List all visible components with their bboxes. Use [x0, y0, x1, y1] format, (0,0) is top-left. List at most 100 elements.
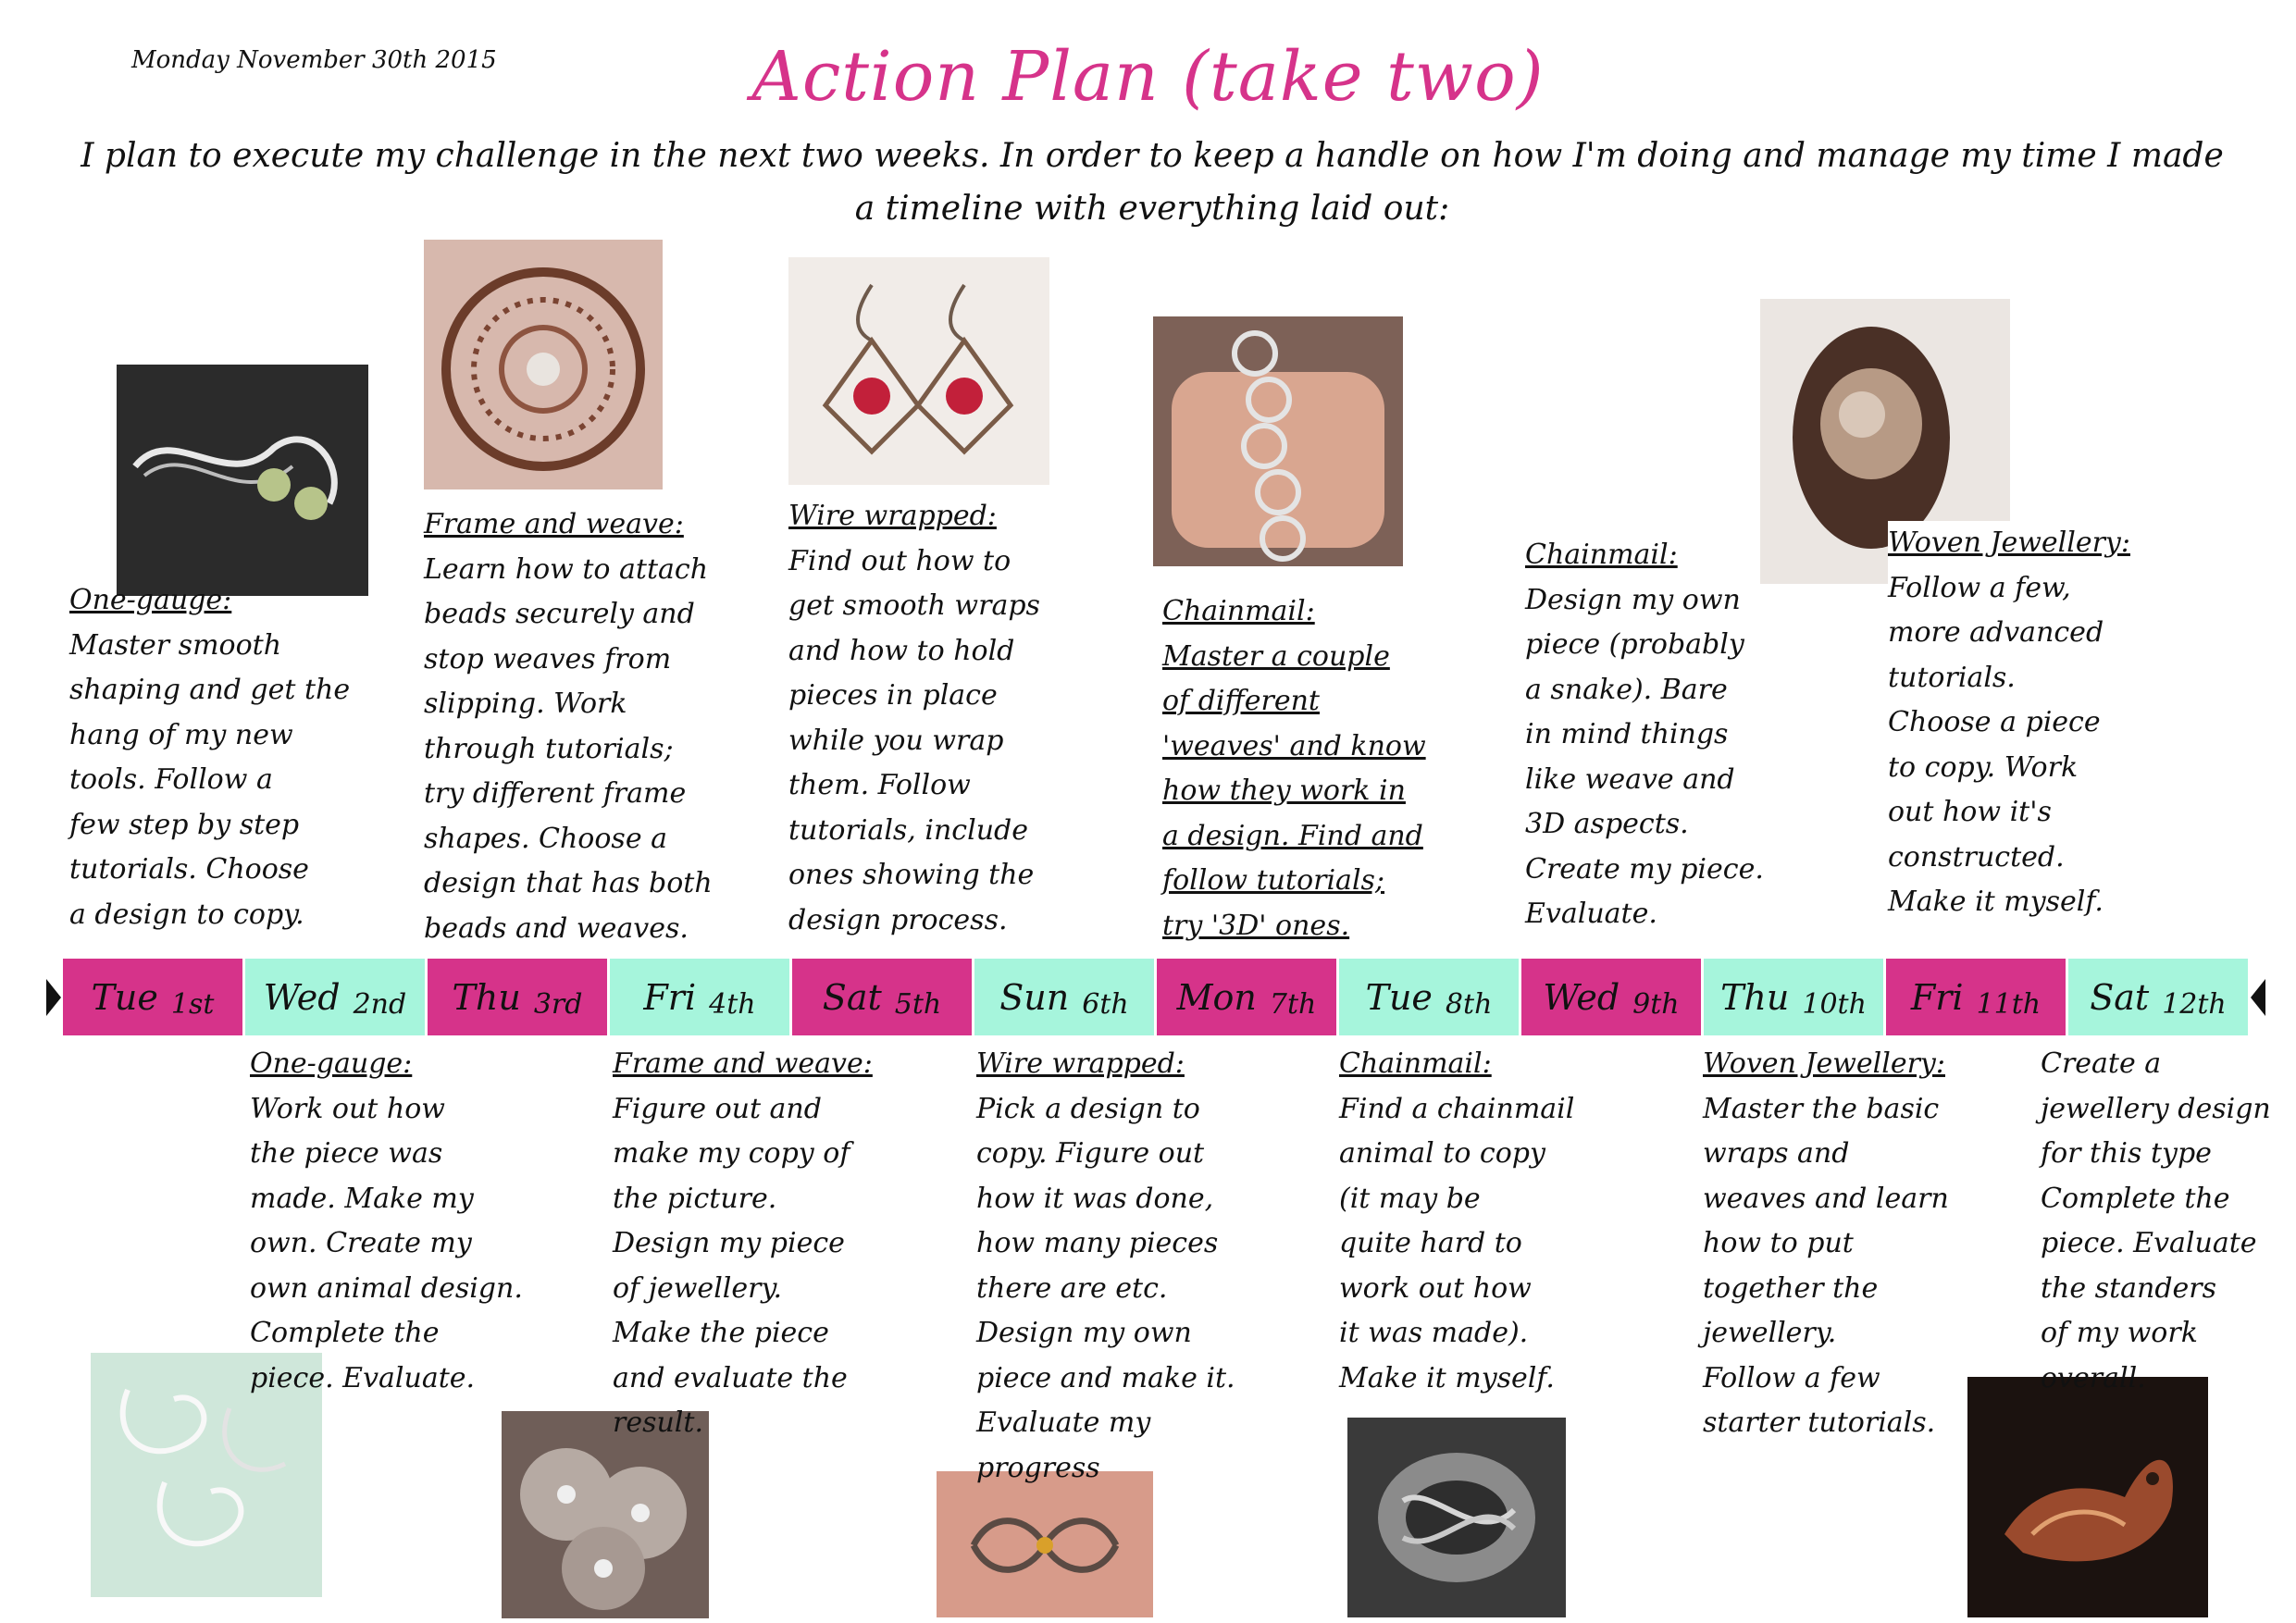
- intro-paragraph: I plan to execute my challenge in the ne…: [81, 137, 2224, 228]
- chainmail-bracelet-photo: [1153, 316, 1403, 566]
- note-line: Design my own: [1525, 583, 1741, 616]
- note-line: Make it myself.: [1339, 1361, 1555, 1394]
- frame-weave-fans-photo: [502, 1411, 709, 1618]
- day-number: 2nd: [353, 988, 407, 1021]
- day-number: 11th: [1976, 988, 2042, 1021]
- note-line: starter tutorials.: [1703, 1406, 1936, 1439]
- note-line: out how it's: [1888, 796, 2052, 828]
- date-text: Monday November 30th 2015: [131, 46, 497, 74]
- note-line: piece and make it.: [976, 1361, 1235, 1394]
- timeline-right-arrow-icon: [2251, 979, 2265, 1016]
- note-day-9: Chainmail: Design my own piece (probably…: [1525, 533, 1764, 937]
- day-number: 3rd: [533, 988, 583, 1021]
- note-line: wraps and: [1703, 1137, 1850, 1170]
- note-line: Learn how to attach: [424, 552, 709, 586]
- day-label: Thu: [452, 976, 521, 1018]
- note-heading: Frame and weave:: [424, 508, 684, 540]
- note-line: made. Make my: [250, 1182, 474, 1215]
- note-line: Follow a few,: [1888, 571, 2071, 604]
- note-line: Master a couple: [1162, 639, 1390, 673]
- note-heading: Chainmail:: [1339, 1047, 1492, 1080]
- note-line: weaves and learn: [1703, 1182, 1949, 1215]
- day-number: 12th: [2162, 988, 2227, 1021]
- note-line: follow tutorials;: [1162, 864, 1385, 897]
- day-number: 9th: [1632, 988, 1680, 1021]
- note-line: and how to hold: [788, 634, 1015, 667]
- note-line: how many pieces: [976, 1227, 1219, 1259]
- note-line: tutorials.: [1888, 661, 2016, 694]
- note-line: Work out how: [250, 1092, 445, 1125]
- note-line: copy. Figure out: [976, 1137, 1205, 1170]
- note-line: quite hard to: [1339, 1227, 1522, 1259]
- day-cell-fri-11th: Fri 11th: [1886, 959, 2066, 1035]
- note-line: the piece was: [250, 1137, 443, 1170]
- day-label: Wed: [1543, 976, 1620, 1018]
- day-number: 5th: [894, 988, 942, 1021]
- note-line: like weave and: [1525, 762, 1735, 796]
- note-line: how to put: [1703, 1227, 1854, 1259]
- note-day-10: Woven Jewellery: Master the basic wraps …: [1703, 1042, 1949, 1446]
- note-line: design that has both: [424, 867, 713, 899]
- note-line: Master the basic: [1703, 1092, 1940, 1125]
- wire-wrapped-brooch-photo: [937, 1471, 1153, 1617]
- note-line: few step by step: [69, 808, 300, 841]
- page-title: Action Plan (take two): [751, 37, 1545, 117]
- note-heading: Chainmail:: [1162, 595, 1315, 627]
- note-line: try '3D' ones.: [1162, 909, 1350, 942]
- day-label: Fri: [1910, 976, 1964, 1018]
- note-line: there are etc.: [976, 1271, 1168, 1305]
- woven-bird-photo: [1967, 1377, 2208, 1617]
- note-line: for this type: [2041, 1137, 2212, 1170]
- note-line: the picture.: [613, 1182, 777, 1215]
- note-line: a snake). Bare: [1525, 673, 1728, 706]
- note-line: get smooth wraps: [788, 589, 1040, 622]
- note-line: how it was done,: [976, 1182, 1214, 1215]
- day-label: Sat: [2090, 976, 2150, 1018]
- note-line: a design. Find and: [1162, 819, 1423, 852]
- note-line: Find out how to: [788, 544, 1011, 577]
- note-line: how they work in: [1162, 774, 1406, 807]
- note-line: a design to copy.: [69, 898, 304, 931]
- note-line: of jewellery.: [613, 1271, 782, 1305]
- note-line: constructed.: [1888, 840, 2065, 873]
- note-line: shaping and get the: [69, 674, 351, 706]
- note-line: beads and weaves.: [424, 911, 689, 945]
- note-day-7: Chainmail: Master a couple of different …: [1162, 589, 1426, 948]
- day-label: Wed: [263, 976, 341, 1018]
- note-line: pieces in place: [788, 679, 998, 712]
- note-line: result.: [613, 1406, 703, 1439]
- note-day-1: One-gauge: Master smooth shaping and get…: [69, 578, 350, 937]
- one-gauge-swirl-photo: [91, 1353, 322, 1597]
- timeline-left-arrow-icon: [46, 979, 61, 1016]
- day-cell-sat-12th: Sat 12th: [2068, 959, 2248, 1035]
- note-line: it was made).: [1339, 1317, 1529, 1349]
- note-line: Evaluate my: [976, 1406, 1151, 1439]
- note-line: make my copy of: [613, 1137, 850, 1170]
- one-gauge-snake-photo: [117, 365, 368, 596]
- note-line: work out how: [1339, 1271, 1532, 1305]
- day-cell-wed-9th: Wed 9th: [1521, 959, 1701, 1035]
- note-day-12: Create a jewellery design for this type …: [2041, 1042, 2271, 1401]
- note-line: Create a: [2041, 1047, 2162, 1080]
- note-line: ones showing the: [788, 859, 1035, 891]
- day-label: Mon: [1176, 976, 1257, 1018]
- note-heading: Wire wrapped:: [788, 500, 997, 532]
- chainmail-ring-photo: [1347, 1418, 1566, 1617]
- day-label: Thu: [1720, 976, 1790, 1018]
- note-line: to copy. Work: [1888, 750, 2079, 784]
- note-line: piece. Evaluate: [2041, 1227, 2257, 1259]
- note-line: Choose a piece: [1888, 706, 2101, 738]
- note-line: Create my piece.: [1525, 852, 1764, 886]
- note-heading: Woven Jewellery:: [1888, 527, 2130, 559]
- note-line: piece. Evaluate.: [250, 1361, 476, 1394]
- note-line: Pick a design to: [976, 1092, 1200, 1125]
- day-cell-thu-10th: Thu 10th: [1704, 959, 1883, 1035]
- note-line: 3D aspects.: [1525, 808, 1689, 840]
- day-number: 1st: [170, 988, 215, 1021]
- note-line: them. Follow: [788, 769, 971, 801]
- note-heading: One-gauge:: [250, 1047, 413, 1080]
- day-number: 10th: [1802, 988, 1867, 1021]
- note-line: tutorials. Choose: [69, 853, 309, 886]
- note-line: try different frame: [424, 777, 687, 810]
